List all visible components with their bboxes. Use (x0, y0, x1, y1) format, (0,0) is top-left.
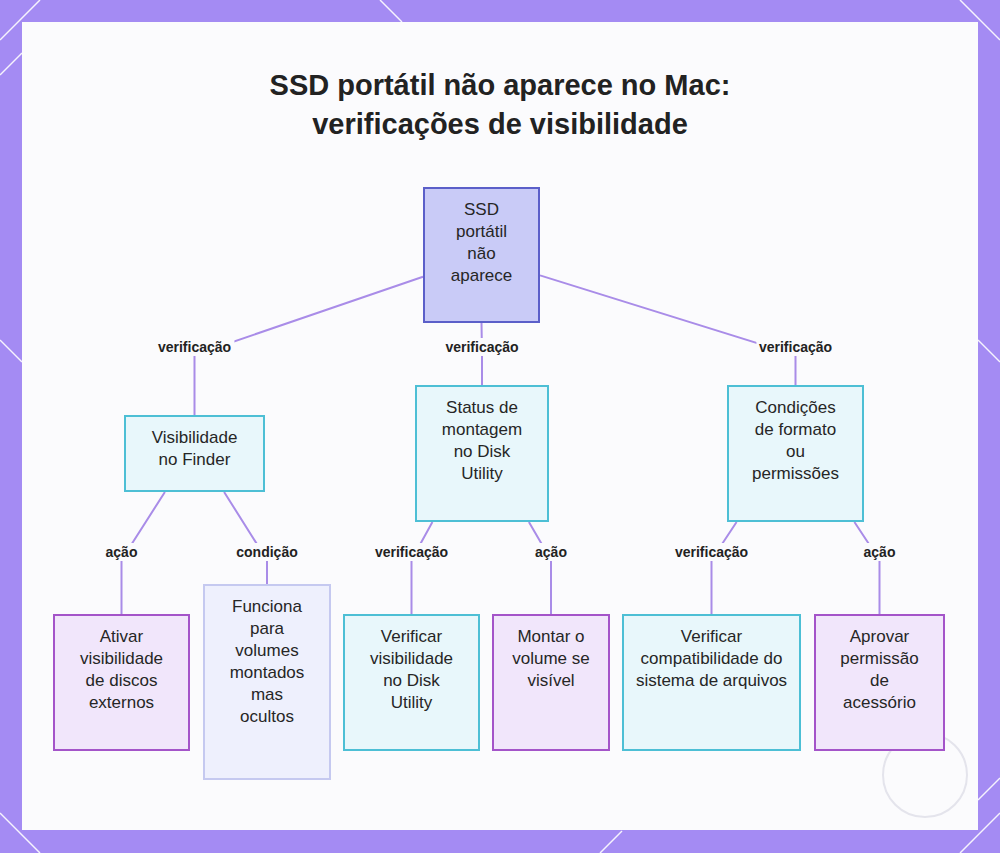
edge-label: verificação (372, 543, 451, 561)
node-text: Aprovar permissão de acessório (836, 626, 923, 714)
node-text: Status de montagem no Disk Utility (437, 397, 527, 485)
action-box: Montar o volume se visível (492, 614, 610, 751)
connector-line (540, 275, 796, 385)
check-box: Condições de formato ou permissões (727, 385, 864, 522)
check-box: Verificar visibilidade no Disk Utility (343, 614, 480, 751)
node-text: SSD portátil não aparece (447, 199, 516, 287)
node-text: Funciona para volumes montados mas ocult… (227, 596, 307, 728)
connector-line (854, 522, 879, 614)
node-text: Verificar visibilidade no Disk Utility (365, 626, 458, 714)
check-box: Verificar compatibilidade do sistema de … (622, 614, 801, 751)
node-text: Visibilidade no Finder (140, 427, 249, 471)
condition-box: Funciona para volumes montados mas ocult… (203, 584, 331, 780)
action-box: Aprovar permissão de acessório (814, 614, 945, 751)
edge-label: condição (233, 543, 300, 561)
check-box: Status de montagem no Disk Utility (415, 385, 549, 522)
node-text: Condições de formato ou permissões (749, 397, 842, 485)
connector-line (529, 522, 551, 614)
edge-label: verificação (672, 543, 751, 561)
edge-label: verificação (155, 338, 234, 356)
edge-label: ação (532, 543, 570, 561)
node-text: Ativar visibilidade de discos externos (75, 626, 168, 714)
root-box: SSD portátil não aparece (423, 187, 540, 323)
action-box: Ativar visibilidade de discos externos (53, 614, 190, 751)
edge-label: ação (861, 543, 899, 561)
connector-line (712, 522, 737, 614)
edge-label: ação (103, 543, 141, 561)
node-text: Montar o volume se visível (511, 626, 591, 692)
edge-label: verificação (756, 338, 835, 356)
node-text: Verificar compatibilidade do sistema de … (635, 626, 788, 692)
check-box: Visibilidade no Finder (124, 415, 265, 492)
edge-label: verificação (442, 338, 521, 356)
connector-line (412, 522, 433, 614)
connector-line (224, 492, 267, 584)
diagram-title: SSD portátil não aparece no Mac: verific… (200, 66, 800, 144)
